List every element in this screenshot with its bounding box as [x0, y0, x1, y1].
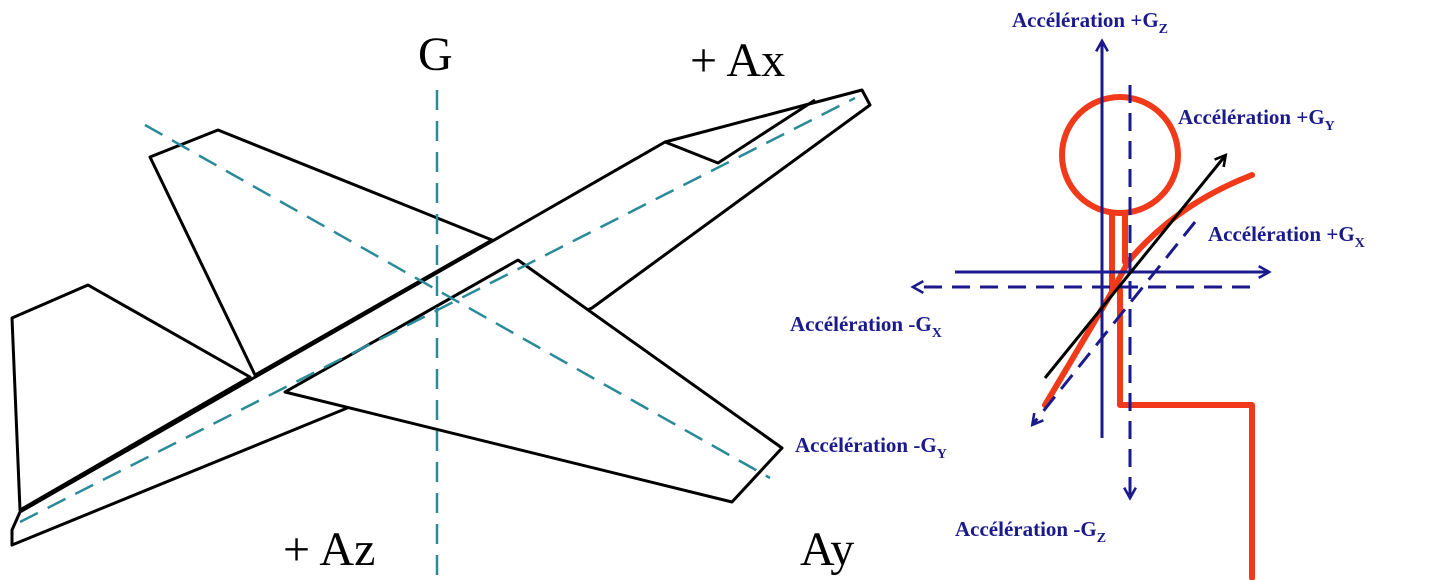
- airplane-drawing: [10, 88, 872, 547]
- ay-label: Ay: [800, 523, 854, 576]
- label-gz-neg: Accélération -GZ: [955, 517, 1106, 546]
- gy-pos-axis: [1043, 156, 1225, 379]
- red-diagonal: [1042, 172, 1255, 408]
- label-gx-pos: Accélération +GX: [1208, 222, 1365, 251]
- label-gy-neg: Accélération -GY: [795, 433, 947, 462]
- ay-axis-dashed: [144, 123, 771, 480]
- label-gx-neg: Accélération -GX: [790, 312, 942, 341]
- nose-detail: [664, 98, 816, 165]
- solid-axes: [955, 42, 1268, 438]
- ax-axis-dashed: [19, 96, 856, 524]
- label-gy-pos: Accélération +GY: [1178, 105, 1335, 134]
- label-gz-pos: Accélération +GZ: [1012, 8, 1168, 37]
- red-loop: [1059, 94, 1181, 216]
- airplane-axes: [19, 90, 856, 578]
- dashed-axes: [914, 85, 1250, 497]
- tail-fin: [10, 283, 252, 512]
- near-wing: [283, 258, 784, 504]
- red-step: [1117, 287, 1255, 580]
- g-label: G: [418, 28, 453, 81]
- gy-neg-axis: [1033, 221, 1197, 424]
- ax-label: + Ax: [690, 34, 785, 87]
- az-label: + Az: [283, 523, 375, 576]
